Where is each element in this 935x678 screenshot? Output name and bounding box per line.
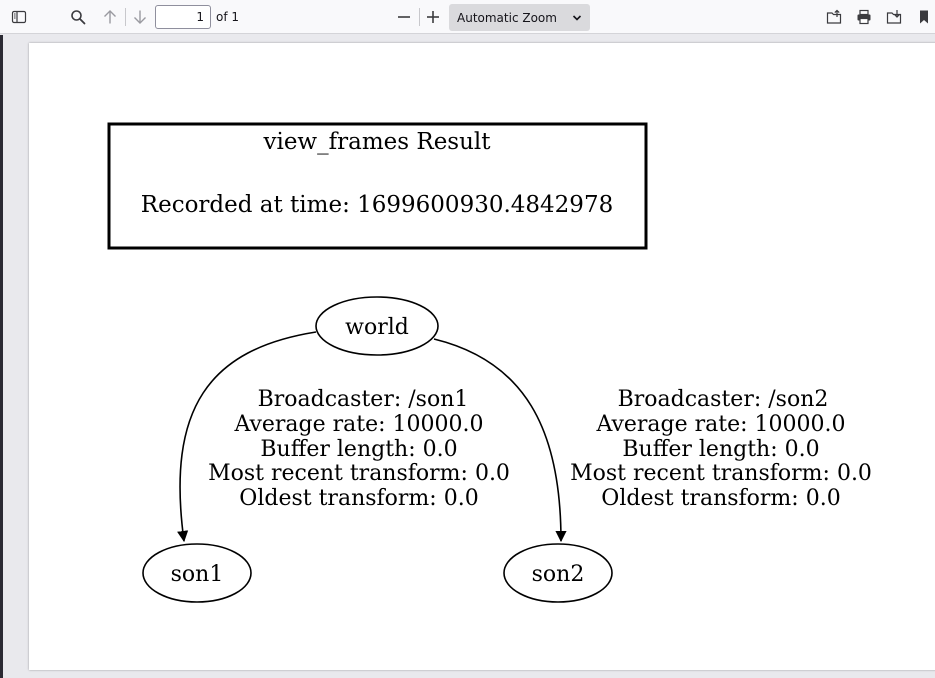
edge-son2-average-rate: Average rate: 10000.0 (595, 412, 845, 437)
zoom-value: Automatic Zoom (457, 10, 557, 25)
recorded-time: Recorded at time: 1699600930.4842978 (141, 192, 613, 218)
edge-son2-broadcaster: Broadcaster: /son2 (618, 387, 829, 412)
previous-page-button[interactable] (96, 4, 124, 30)
save-button[interactable] (880, 4, 908, 30)
chevron-down-icon (572, 11, 582, 25)
node-son2 (503, 543, 613, 603)
sidebar-toggle-button[interactable] (5, 4, 33, 30)
page-count-label: of 1 (216, 10, 240, 24)
arrow-up-icon (102, 9, 118, 25)
download-icon (886, 9, 902, 25)
zoom-select[interactable]: Automatic Zoom (449, 4, 590, 31)
search-icon (70, 9, 86, 25)
edge-son1-average-rate: Average rate: 10000.0 (233, 412, 483, 437)
toolbar-separator (125, 8, 126, 26)
sidebar-icon (11, 9, 27, 25)
open-file-button[interactable] (820, 4, 848, 30)
zoom-out-button[interactable] (390, 4, 418, 30)
node-son1-label: son1 (171, 562, 224, 587)
result-title: view_frames Result (262, 129, 491, 155)
pdf-viewer-container[interactable]: view_frames Result Recorded at time: 169… (0, 35, 935, 678)
print-button[interactable] (850, 4, 878, 30)
edge-son1-most-recent: Most recent transform: 0.0 (208, 461, 510, 486)
node-son1 (142, 543, 252, 603)
page-number-input[interactable] (155, 5, 211, 29)
bookmark-icon (916, 9, 932, 25)
pdf-toolbar: of 1 Automatic Zoom (0, 0, 935, 34)
pdf-page: view_frames Result Recorded at time: 169… (29, 43, 935, 670)
find-button[interactable] (64, 4, 92, 30)
edge-son1-label: Broadcaster: /son1 Average rate: 10000.0… (208, 387, 510, 511)
minus-icon (396, 9, 412, 25)
node-world (315, 296, 439, 356)
open-file-icon (826, 9, 842, 25)
edge-world-son1 (177, 331, 317, 543)
edge-son2-label: Broadcaster: /son2 Average rate: 10000.0… (570, 387, 872, 511)
plus-icon (425, 9, 441, 25)
edge-son2-buffer-length: Buffer length: 0.0 (622, 437, 819, 462)
arrow-down-icon (132, 9, 148, 25)
edge-son2-most-recent: Most recent transform: 0.0 (570, 461, 872, 486)
tf-frame-graph: view_frames Result Recorded at time: 169… (107, 122, 872, 603)
toolbar-separator (419, 8, 420, 26)
zoom-in-button[interactable] (419, 4, 447, 30)
next-page-button[interactable] (126, 4, 154, 30)
result-header-box (107, 122, 648, 250)
edge-son1-broadcaster: Broadcaster: /son1 (258, 387, 469, 412)
edge-world-son2 (433, 338, 567, 543)
node-world-label: world (345, 315, 409, 340)
edge-son2-oldest: Oldest transform: 0.0 (601, 486, 840, 511)
sidebar-edge (0, 35, 3, 678)
edge-son1-oldest: Oldest transform: 0.0 (239, 486, 478, 511)
bookmark-button[interactable] (910, 4, 935, 30)
edge-son1-buffer-length: Buffer length: 0.0 (260, 437, 457, 462)
node-son2-label: son2 (532, 562, 585, 587)
print-icon (856, 9, 872, 25)
